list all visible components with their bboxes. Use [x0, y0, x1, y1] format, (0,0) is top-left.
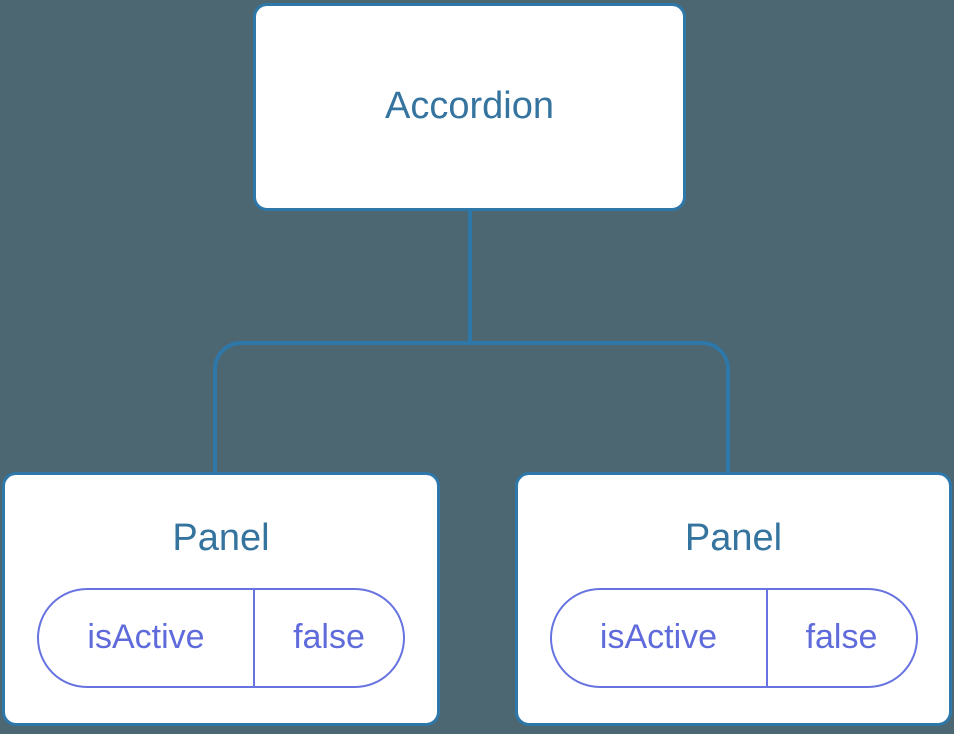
prop-value-left: false — [253, 589, 403, 686]
panel-right-label: Panel — [684, 517, 783, 559]
prop-badge-left: isActive false — [37, 587, 405, 688]
node-panel-left: Panel isActive false — [2, 472, 440, 726]
prop-value-right: false — [765, 589, 916, 686]
prop-name-right: isActive — [599, 618, 718, 656]
connector-bracket — [213, 341, 730, 472]
node-accordion: Accordion — [253, 3, 686, 211]
accordion-label: Accordion — [385, 85, 554, 128]
prop-badge-right: isActive false — [549, 587, 918, 688]
prop-name-left: isActive — [87, 618, 205, 656]
connector-stem — [468, 209, 472, 345]
node-panel-right: Panel isActive false — [515, 472, 952, 726]
panel-left-label: Panel — [172, 517, 270, 559]
